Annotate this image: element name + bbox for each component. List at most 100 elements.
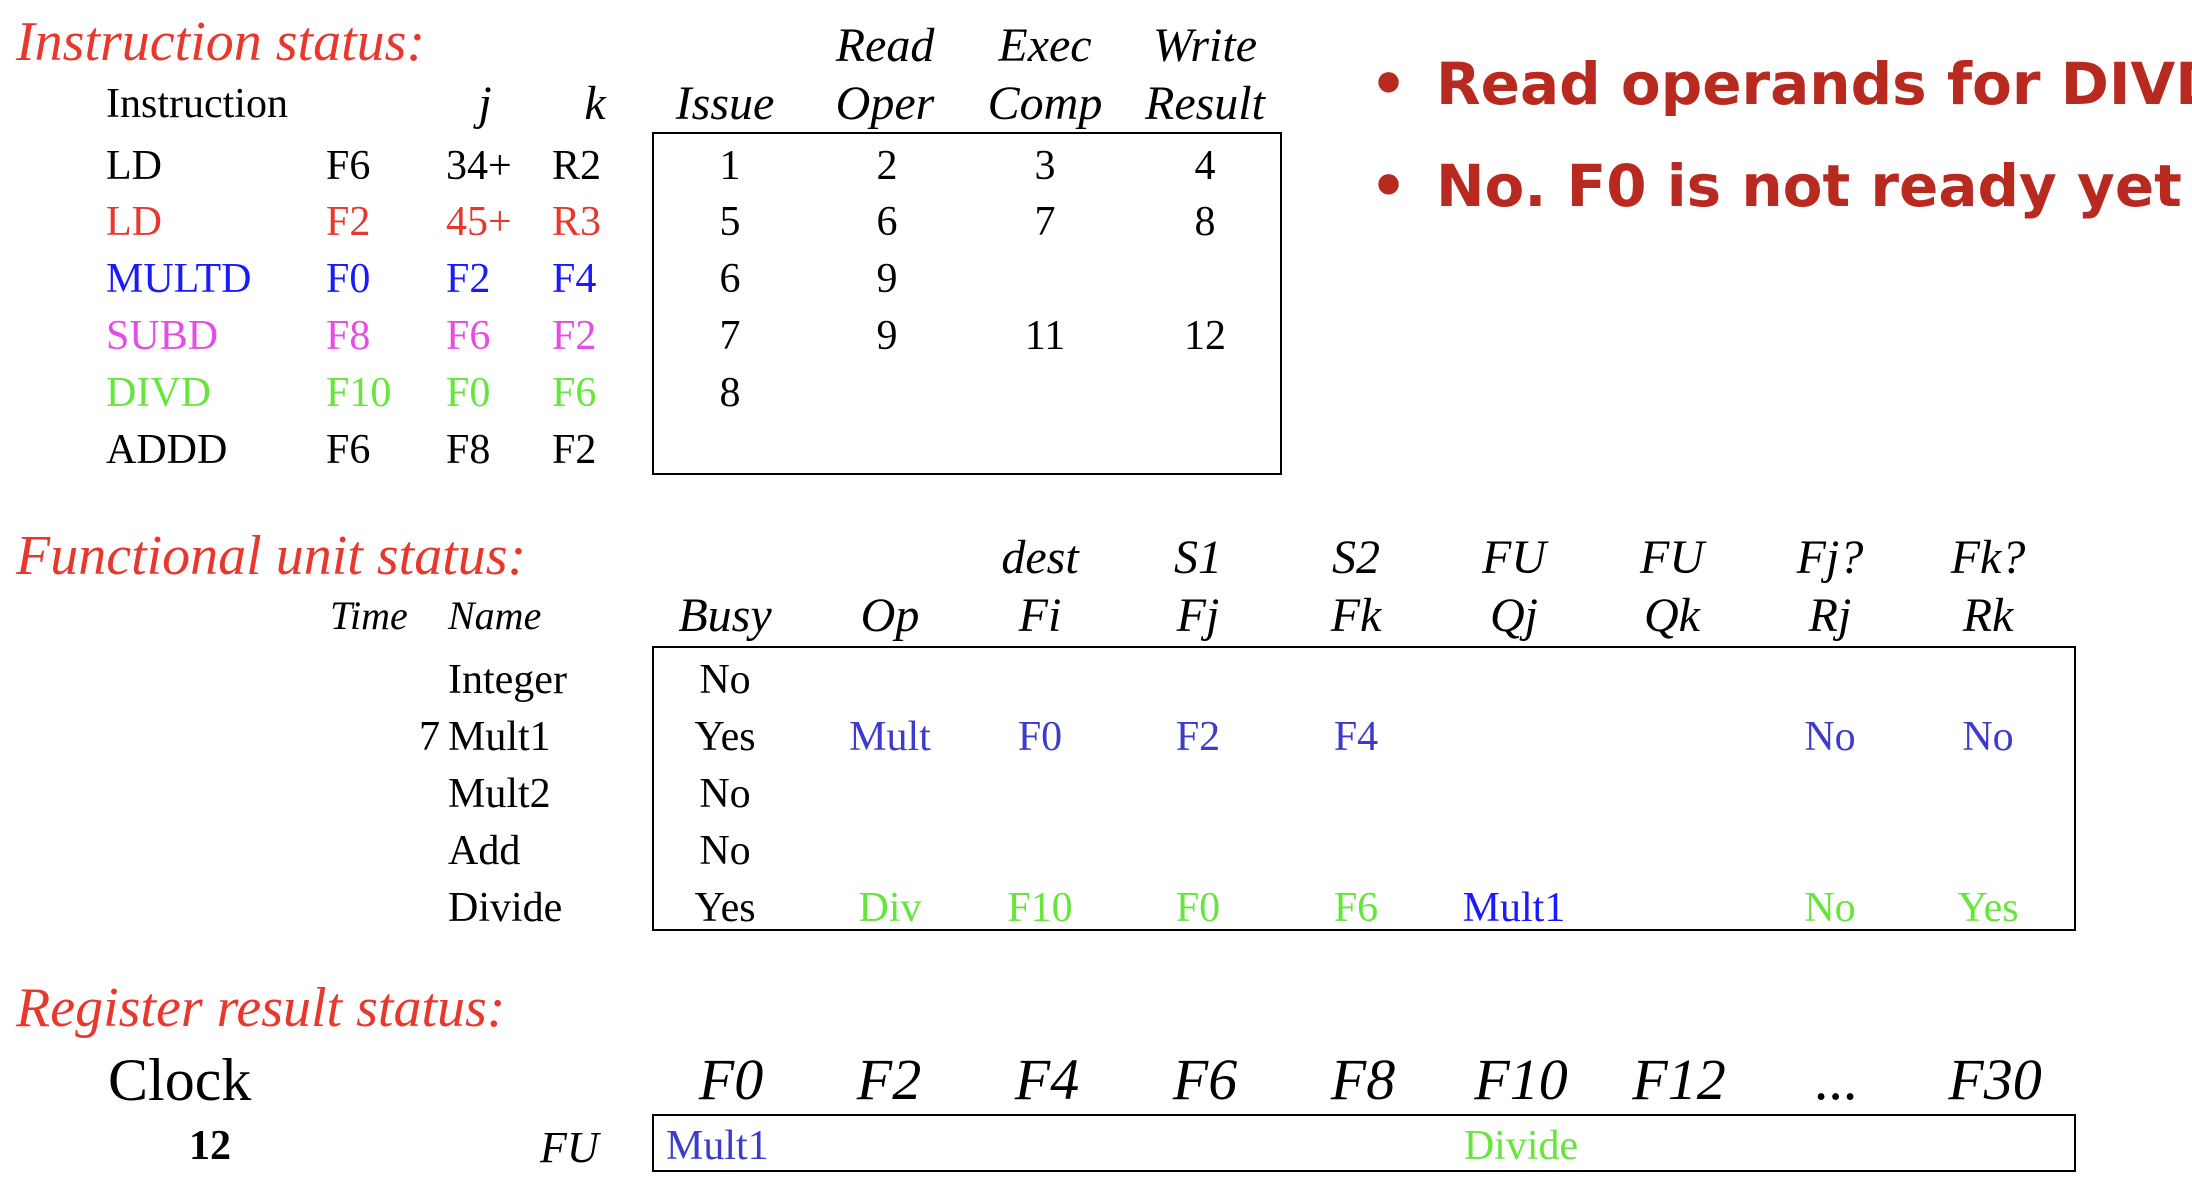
fu-cell-fi: F10	[1007, 885, 1073, 931]
instr-k: F6	[552, 370, 597, 416]
header-op: Op	[860, 589, 920, 642]
header-busy: Busy	[678, 589, 772, 642]
fu-cell-busy: Yes	[694, 885, 756, 931]
instr-op: DIVD	[106, 370, 211, 416]
fu-row-label: FU	[540, 1123, 599, 1172]
instr-issue: 7	[719, 313, 741, 359]
header-read-bottom: Oper	[835, 77, 935, 130]
instr-write: 8	[1194, 199, 1216, 245]
instr-j: F8	[446, 427, 491, 473]
fu-cell-name: Integer	[448, 657, 567, 703]
fu-cell-fk: F4	[1333, 714, 1379, 760]
header-write-top: Write	[1153, 19, 1257, 72]
header-rj: Rj	[1808, 589, 1852, 642]
instr-write: 12	[1184, 313, 1226, 359]
fu-cell-op: Div	[858, 885, 922, 931]
instr-j: F2	[446, 256, 491, 302]
instr-dest: F6	[326, 427, 371, 473]
fu-cell-fk: F6	[1333, 885, 1379, 931]
clock-value: 12	[189, 1123, 231, 1169]
register-header: F30	[1948, 1047, 2042, 1112]
fu-cell-fj: F0	[1175, 885, 1221, 931]
instr-exec: 7	[1034, 199, 1056, 245]
instr-op: LD	[106, 199, 162, 245]
header-read-top: Read	[835, 19, 935, 72]
instr-k: F2	[552, 313, 597, 359]
header-time: Time	[330, 593, 408, 638]
instr-k: R3	[552, 199, 602, 245]
instruction-status-box	[652, 132, 1282, 475]
fu-cell-rk: No	[1962, 714, 2014, 760]
clock-label: Clock	[108, 1047, 252, 1113]
header-issue: Issue	[675, 77, 775, 130]
instr-read: 9	[876, 256, 898, 302]
header-fu-qj: FU	[1482, 531, 1546, 584]
register-header: F6	[1172, 1047, 1238, 1112]
instr-exec: 11	[1024, 313, 1066, 359]
instr-j: F0	[446, 370, 491, 416]
register-fu-value: Divide	[1463, 1123, 1579, 1169]
fu-cell-busy: No	[699, 771, 751, 817]
bullet-dot: •	[1370, 152, 1408, 220]
fu-cell-rj: No	[1804, 885, 1856, 931]
fu-cell-name: Divide	[448, 885, 563, 931]
register-result-box	[652, 1114, 2076, 1172]
instr-j: 45+	[446, 199, 512, 245]
register-header: F0	[698, 1047, 764, 1112]
bullet-answer: •No. F0 is not ready yet	[1370, 152, 2182, 220]
fu-cell-fi: F0	[1017, 714, 1063, 760]
fu-cell-rk: Yes	[1957, 885, 2019, 931]
instr-j: 34+	[446, 143, 512, 189]
instr-dest: F0	[326, 256, 371, 302]
instr-issue: 1	[719, 143, 741, 189]
register-header: F4	[1014, 1047, 1080, 1112]
header-fk-ready: Fk?	[1950, 531, 2026, 584]
instr-dest: F2	[326, 199, 371, 245]
fu-cell-qj: Mult1	[1462, 885, 1566, 931]
header-qk: Qk	[1644, 589, 1700, 642]
header-fj-ready: Fj?	[1796, 531, 1864, 584]
fu-cell-fj: F2	[1175, 714, 1221, 760]
register-header: F10	[1474, 1047, 1568, 1112]
instr-k: R2	[552, 143, 602, 189]
bullet-question: • Read operands for DIVD?	[1370, 50, 2192, 118]
header-fk: Fk	[1330, 589, 1382, 642]
header-j: j	[478, 77, 492, 130]
header-exec-bottom: Comp	[987, 77, 1103, 130]
header-qj: Qj	[1490, 589, 1538, 642]
header-dest: dest	[1001, 531, 1079, 584]
header-instruction: Instruction	[106, 81, 288, 127]
instr-j: F6	[446, 313, 491, 359]
register-fu-value: Mult1	[666, 1123, 769, 1169]
fu-cell-busy: Yes	[694, 714, 756, 760]
instr-read: 6	[876, 199, 898, 245]
fu-cell-busy: No	[699, 657, 751, 703]
instr-read: 9	[876, 313, 898, 359]
fu-cell-name: Add	[448, 828, 521, 874]
instr-k: F4	[552, 256, 597, 302]
register-header: F2	[856, 1047, 922, 1112]
functional-unit-status-title: Functional unit status:	[16, 525, 527, 587]
bullet-dot: •	[1370, 50, 1408, 118]
instr-exec: 3	[1034, 143, 1056, 189]
instr-op: ADDD	[106, 427, 228, 473]
instr-op: SUBD	[106, 313, 219, 359]
instr-op: MULTD	[106, 256, 252, 302]
header-fj: Fj	[1176, 589, 1220, 642]
bullet-question-text: Read operands for DIVD?	[1436, 50, 2192, 118]
instr-dest: F8	[326, 313, 371, 359]
header-s1: S1	[1174, 531, 1222, 584]
instr-dest: F10	[326, 370, 392, 416]
header-exec-top: Exec	[998, 19, 1092, 72]
fu-cell-rj: No	[1804, 714, 1856, 760]
fu-cell-busy: No	[699, 828, 751, 874]
header-k: k	[584, 77, 606, 130]
instr-issue: 8	[719, 370, 741, 416]
register-result-status-title: Register result status:	[16, 977, 506, 1039]
header-s2: S2	[1332, 531, 1380, 584]
header-fi: Fi	[1018, 589, 1062, 642]
instruction-status-title: Instruction status:	[16, 11, 426, 73]
register-header: F8	[1330, 1047, 1396, 1112]
instr-dest: F6	[326, 143, 371, 189]
register-header: ...	[1815, 1047, 1859, 1112]
